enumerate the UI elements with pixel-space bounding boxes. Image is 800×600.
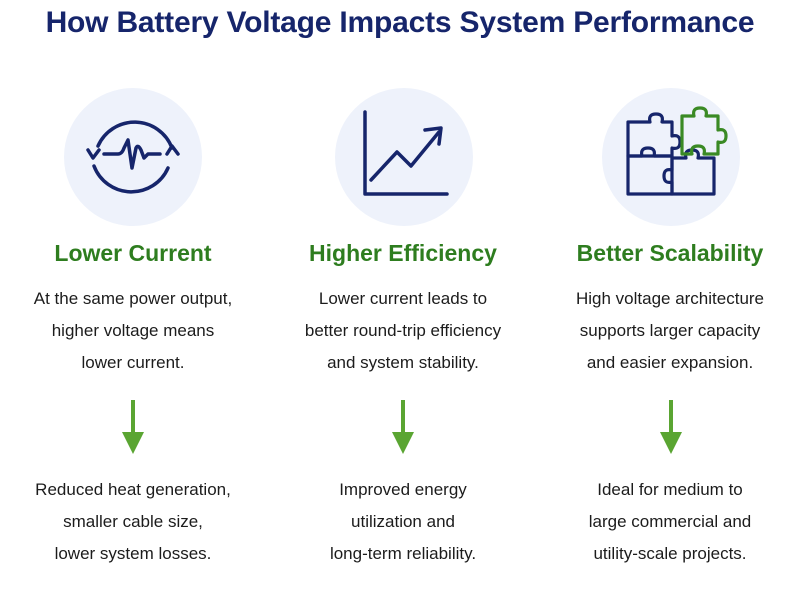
current-cycle-icon [86, 120, 180, 194]
description-line: supports larger capacity [579, 321, 761, 340]
description-line: higher voltage means [51, 321, 215, 340]
result-line: large commercial and [588, 512, 752, 531]
result-line: long-term reliability. [329, 544, 477, 563]
description-line: and system stability. [327, 353, 479, 372]
down-arrow-icon [122, 400, 144, 454]
result-line: Reduced heat generation, [35, 480, 231, 499]
column-lower-current: Lower Current At the same power output, … [0, 0, 266, 600]
description-line: High voltage architecture [575, 289, 765, 308]
description-line: better round-trip efficiency [304, 321, 502, 340]
description-line: Lower current leads to [318, 289, 488, 308]
result-line: smaller cable size, [63, 512, 203, 531]
heading: Higher Efficiency [309, 240, 497, 266]
result: Improved energy utilization and long-ter… [270, 474, 536, 570]
icon-circle [602, 88, 740, 226]
result: Reduced heat generation, smaller cable s… [0, 474, 266, 570]
description-line: and easier expansion. [586, 353, 754, 372]
description-line: At the same power output, [33, 289, 233, 308]
description: Lower current leads to better round-trip… [270, 283, 536, 379]
icon-circle [64, 88, 202, 226]
down-arrow-icon [392, 400, 414, 454]
heading: Lower Current [54, 240, 212, 266]
result-line: Ideal for medium to [597, 480, 743, 499]
heading: Better Scalability [576, 240, 764, 266]
icon-circle [335, 88, 473, 226]
down-arrow-icon [660, 400, 682, 454]
result-line: lower system losses. [54, 544, 212, 563]
result: Ideal for medium to large commercial and… [537, 474, 800, 570]
description: High voltage architecture supports large… [537, 283, 800, 379]
rising-chart-icon [363, 110, 449, 196]
result-line: utility-scale projects. [593, 544, 747, 563]
column-higher-efficiency: Higher Efficiency Lower current leads to… [270, 0, 536, 600]
description-line: lower current. [81, 353, 185, 372]
puzzle-icon [626, 106, 728, 196]
result-line: utilization and [351, 512, 455, 531]
page-title: How Battery Voltage Impacts System Perfo… [45, 6, 755, 39]
column-better-scalability: Better Scalability High voltage architec… [537, 0, 800, 600]
result-line: Improved energy [339, 480, 467, 499]
description: At the same power output, higher voltage… [0, 283, 266, 379]
